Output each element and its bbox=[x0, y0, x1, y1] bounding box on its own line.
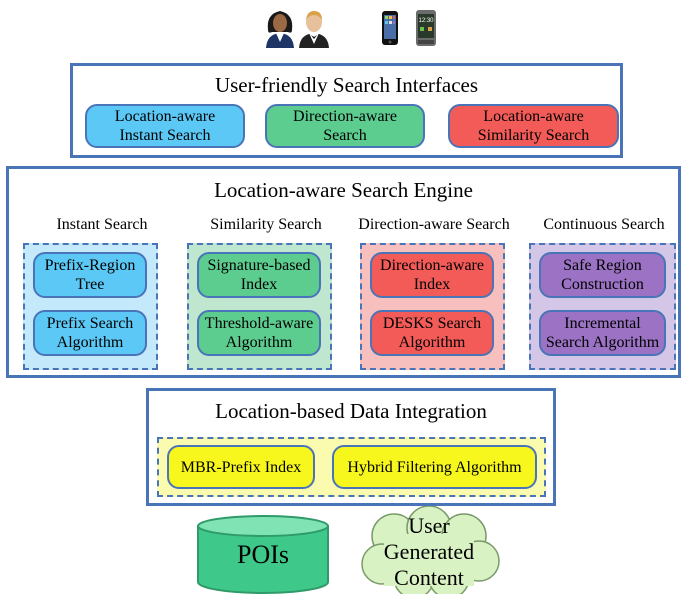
user-generated-content-cloud bbox=[361, 506, 500, 594]
safe-region-construction-box: Safe Region Construction bbox=[539, 252, 666, 298]
threshold-aware-algorithm-box: Threshold-aware Algorithm bbox=[197, 310, 321, 356]
user-woman-icon bbox=[266, 11, 294, 48]
similarity-search-heading: Similarity Search bbox=[210, 216, 322, 233]
instant-search-heading: Instant Search bbox=[56, 216, 148, 233]
integration-title: Location-based Data Integration bbox=[215, 399, 487, 423]
location-aware-similarity-search-box: Location-aware Similarity Search bbox=[448, 104, 619, 148]
mbr-prefix-index-box: MBR-Prefix Index bbox=[167, 445, 315, 489]
user-generated-content-label: User Generated Content bbox=[383, 513, 475, 590]
location-aware-instant-search-box: Location-aware Instant Search bbox=[85, 104, 245, 148]
signature-based-index-box: Signature-based Index bbox=[197, 252, 321, 298]
prefix-region-tree-box: Prefix-Region Tree bbox=[33, 252, 147, 298]
interfaces-panel: User-friendly Search Interfaces Location… bbox=[70, 63, 623, 158]
integration-panel: Location-based Data Integration MBR-Pref… bbox=[146, 388, 556, 506]
engine-panel: Location-aware Search Engine Instant Sea… bbox=[6, 166, 681, 378]
android-phone-icon: 12:30 bbox=[416, 10, 436, 46]
svg-text:12:30: 12:30 bbox=[418, 18, 434, 24]
incremental-search-algorithm-box: Incremental Search Algorithm bbox=[539, 310, 666, 356]
engine-title: Location-aware Search Engine bbox=[214, 178, 473, 202]
continuous-search-heading: Continuous Search bbox=[543, 216, 665, 233]
direction-aware-search-box: Direction-aware Search bbox=[265, 104, 425, 148]
hybrid-filtering-algorithm-box: Hybrid Filtering Algorithm bbox=[332, 445, 537, 489]
desks-search-algorithm-box: DESKS Search Algorithm bbox=[370, 310, 494, 356]
direction-aware-search-heading: Direction-aware Search bbox=[358, 216, 510, 233]
interfaces-title: User-friendly Search Interfaces bbox=[214, 73, 479, 97]
direction-aware-index-box: Direction-aware Index bbox=[370, 252, 494, 298]
prefix-search-algorithm-box: Prefix Search Algorithm bbox=[33, 310, 147, 356]
user-man-icon bbox=[299, 11, 329, 48]
iphone-icon bbox=[382, 11, 398, 45]
pois-label: POIs bbox=[236, 540, 289, 569]
pois-database-icon bbox=[197, 515, 329, 594]
